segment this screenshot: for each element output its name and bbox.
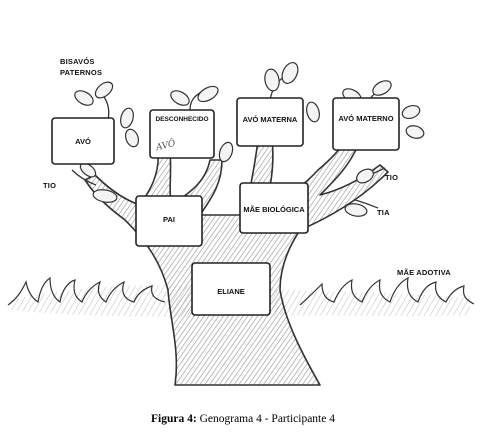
box-mae-biologica-frame: [239, 182, 309, 234]
label-tio-left: TIO: [43, 181, 57, 190]
grass-left: [7, 276, 166, 306]
box-frames: [51, 97, 400, 316]
box-avo-materna-frame: [236, 97, 304, 147]
box-desconhecido-frame: [149, 109, 215, 159]
box-pai: PAI: [163, 215, 175, 224]
figure-caption: Figura 4: Genograma 4 - Participante 4: [0, 413, 486, 425]
label-bisavos-line2: PATERNOS: [60, 68, 103, 77]
box-avo-materno-frame: [332, 97, 400, 151]
box-avo-paternal-frame: [51, 117, 115, 165]
caption-prefix: Figura 4:: [151, 413, 197, 425]
box-avo-materna: AVÓ MATERNA: [242, 115, 298, 124]
tree-drawing: [7, 62, 475, 386]
box-desconhecido: DESCONHECIDO: [155, 116, 209, 123]
box-avo-materno: AVÓ MATERNO: [338, 114, 394, 123]
label-tia-right: TIA: [377, 208, 390, 217]
box-eliane: ELIANE: [217, 287, 245, 296]
caption-text: Genograma 4 - Participante 4: [196, 413, 335, 425]
label-bisavos-line1: BISAVÓS: [60, 57, 95, 66]
label-tio-right: TIO: [385, 173, 399, 182]
label-mae-adotiva: MÃE ADOTIVA: [397, 268, 451, 277]
box-pai-frame: [135, 195, 203, 247]
box-eliane-frame: [191, 262, 271, 316]
genogram-figure: BISAVÓS PATERNOS TIO TIO TIA MÃE ADOTIVA…: [7, 57, 475, 386]
box-avo-paternal: AVÓ: [75, 137, 91, 146]
grass-right: [299, 276, 475, 306]
box-mae-biologica: MÃE BIOLÓGICA: [243, 205, 305, 214]
tree-leaves: [74, 62, 425, 217]
